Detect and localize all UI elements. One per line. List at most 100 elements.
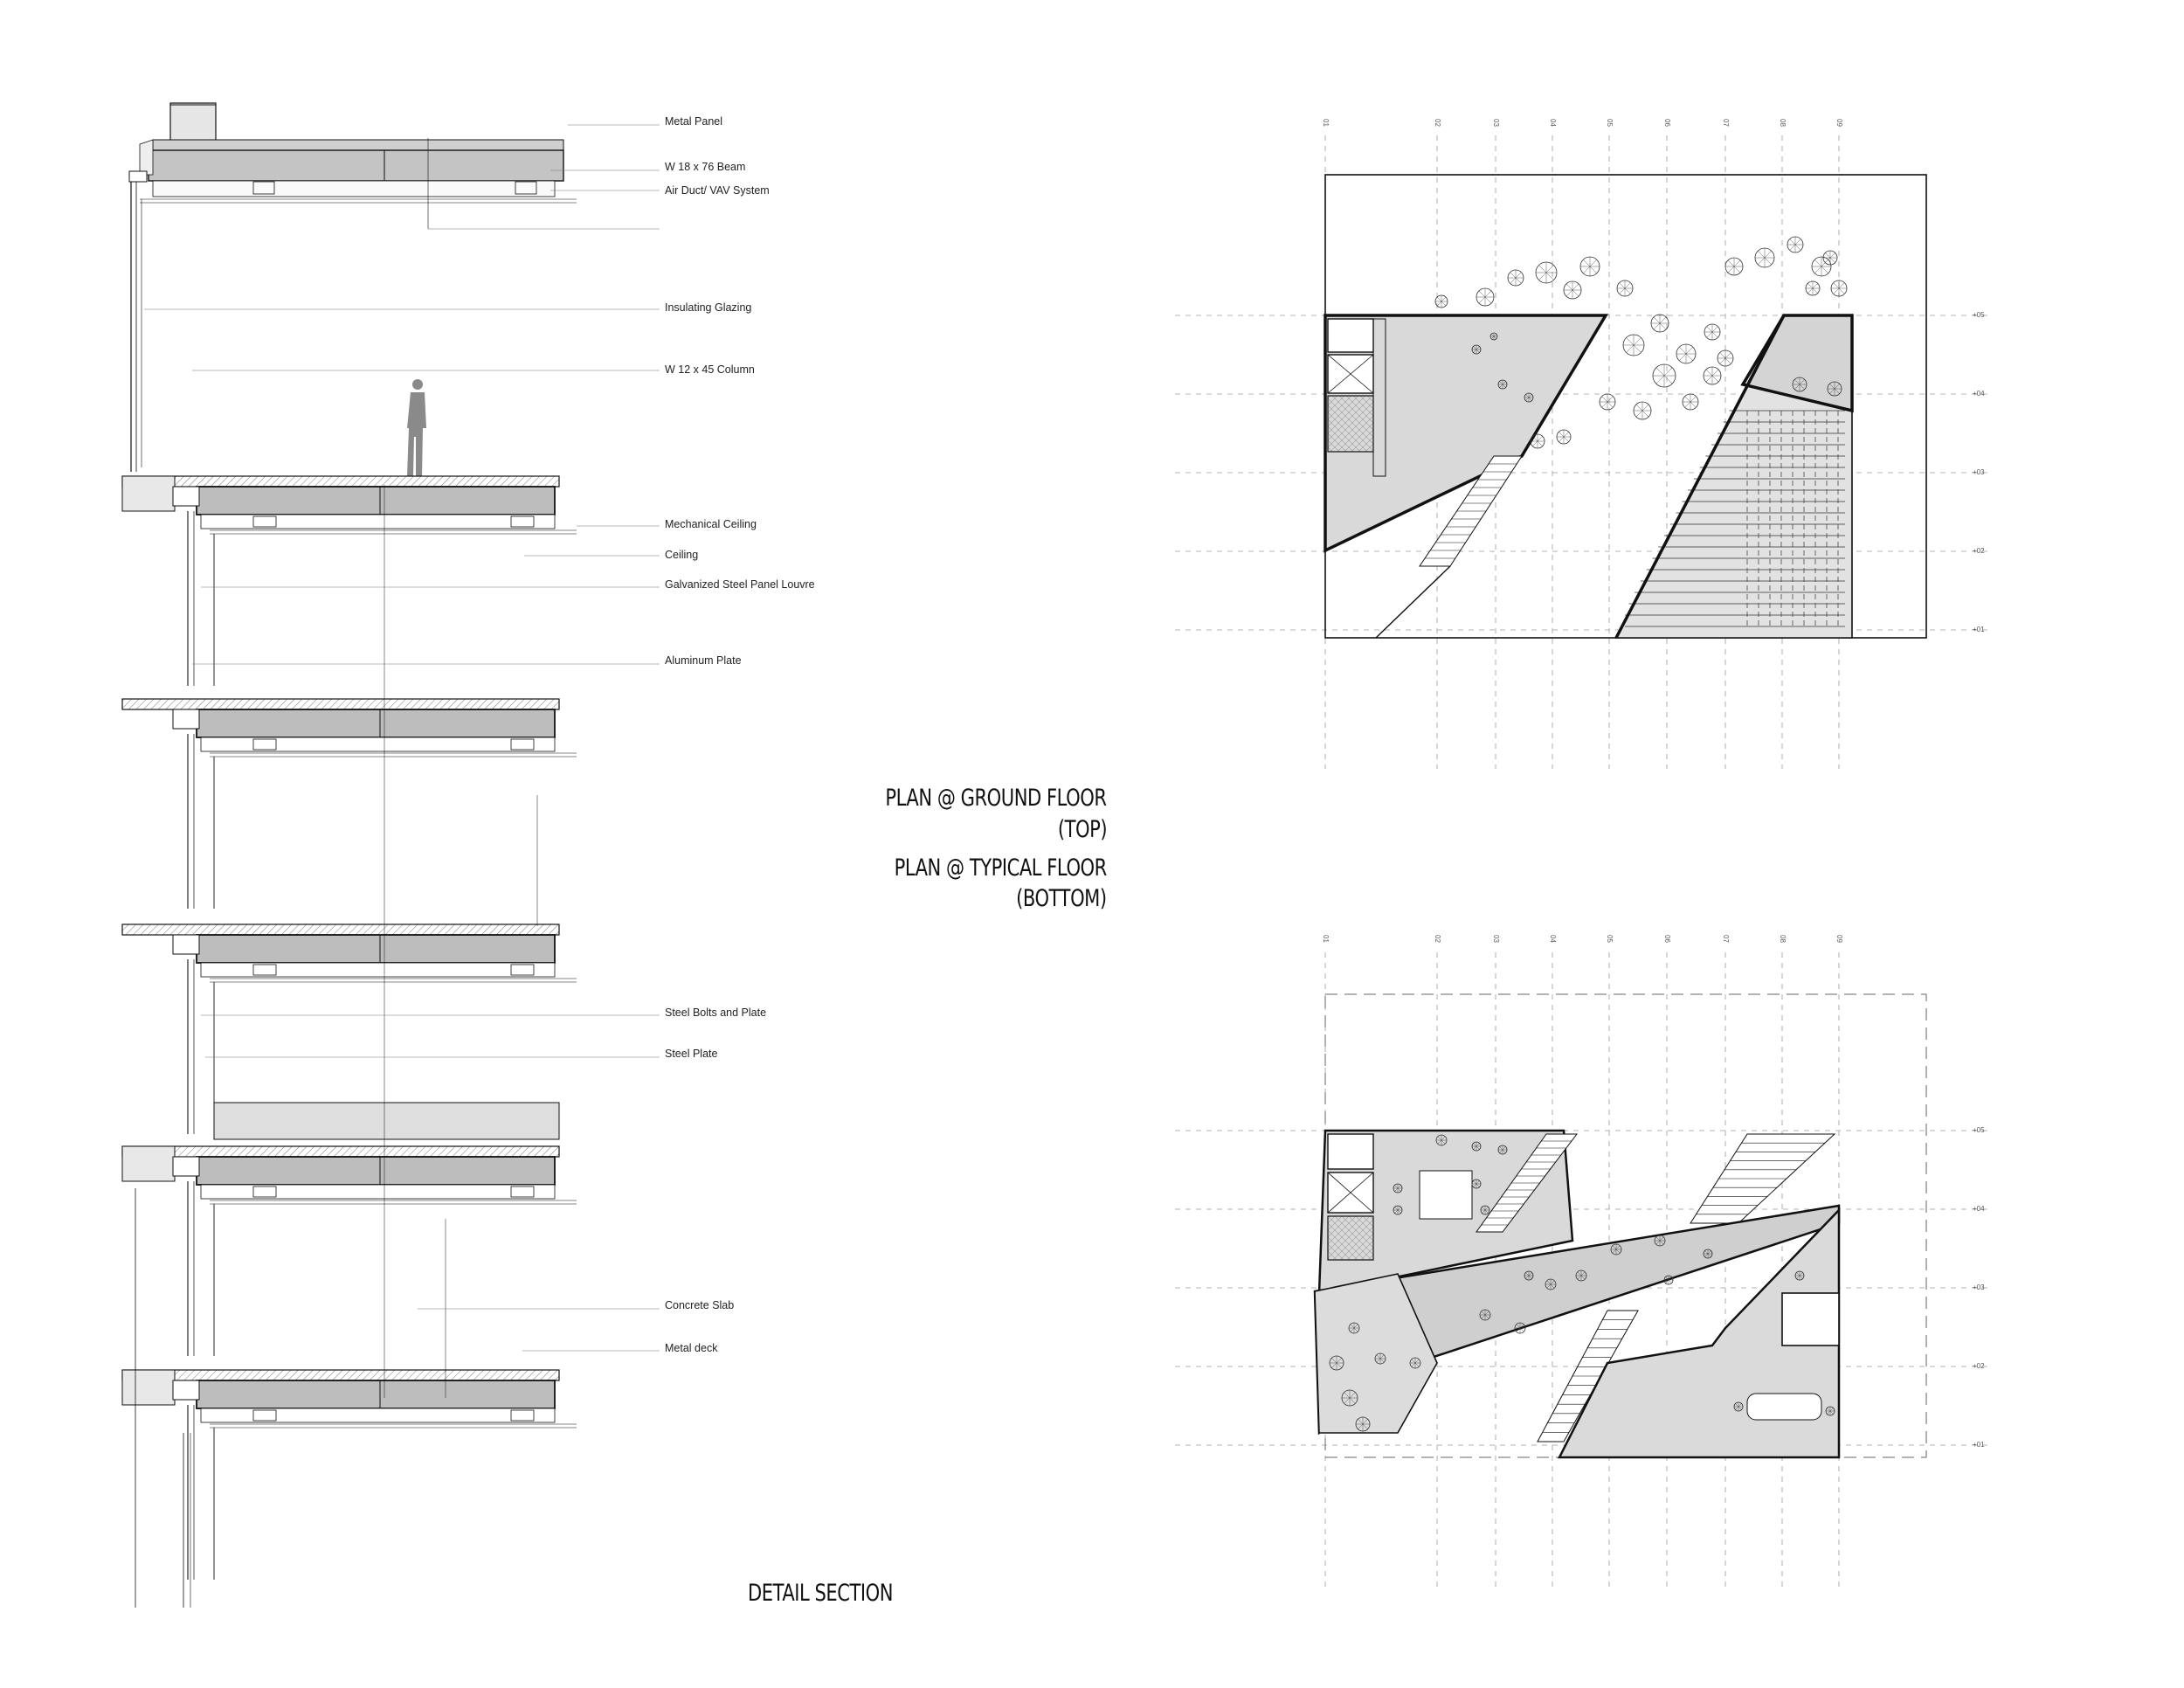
- tree-symbol: [1435, 1134, 1448, 1146]
- tree-symbol: [1724, 257, 1744, 276]
- ground-floor-plan: [1175, 135, 1987, 769]
- grid-label: 09: [1835, 935, 1843, 943]
- tree-symbol: [1682, 393, 1699, 411]
- tree-symbol: [1524, 392, 1534, 403]
- grid-label: 08: [1779, 935, 1787, 943]
- tree-symbol: [1489, 332, 1498, 341]
- callout-insulating-glazing: Insulating Glazing: [665, 301, 752, 314]
- tree-symbol: [1471, 344, 1482, 355]
- callout-steel-plate: Steel Plate: [665, 1048, 718, 1060]
- grid-label: 07: [1722, 119, 1730, 127]
- tree-symbol: [1393, 1205, 1403, 1215]
- tree-symbol: [1830, 280, 1848, 297]
- plan-title-typical: PLAN @ TYPICAL FLOOR: [894, 854, 1108, 882]
- tree-symbol: [1471, 1179, 1482, 1189]
- detail-section-drawing: [121, 102, 577, 1608]
- tree-symbol: [1787, 236, 1804, 253]
- grid-label: 06: [1663, 119, 1671, 127]
- tree-symbol: [1652, 363, 1676, 388]
- tree-symbol: [1476, 287, 1495, 307]
- tree-symbol: [1530, 433, 1545, 449]
- tree-symbol: [1409, 1357, 1421, 1369]
- floor-assembly: [121, 1369, 577, 1580]
- tree-symbol: [1663, 1275, 1674, 1285]
- tree-symbol: [1393, 1183, 1403, 1193]
- floor-assembly: [121, 1102, 577, 1356]
- tree-symbol: [1434, 294, 1448, 308]
- tree-symbol: [1650, 314, 1669, 333]
- grid-label: +04: [1973, 1205, 1985, 1213]
- tree-symbol: [1616, 280, 1634, 297]
- tree-symbol: [1579, 256, 1600, 277]
- tree-symbol: [1811, 256, 1832, 277]
- typical-floor-plan: [1175, 952, 1987, 1590]
- tree-symbol: [1599, 393, 1616, 411]
- detail-section-title: DETAIL SECTION: [748, 1580, 894, 1607]
- grid-label: 04: [1549, 935, 1557, 943]
- plan-title-top: (TOP): [1057, 816, 1108, 843]
- grid-label: 03: [1492, 935, 1500, 943]
- tree-symbol: [1497, 379, 1508, 390]
- callout-galvanized-louvre: Galvanized Steel Panel Louvre: [665, 578, 815, 591]
- grid-label: 02: [1434, 119, 1441, 127]
- callout-metal-deck: Metal deck: [665, 1342, 718, 1354]
- grid-label: 07: [1722, 935, 1730, 943]
- callout-concrete-slab: Concrete Slab: [665, 1299, 735, 1311]
- grid-label: +03: [1973, 468, 1985, 476]
- grid-label: 09: [1835, 119, 1843, 127]
- callout-aluminum-plate: Aluminum Plate: [665, 654, 742, 667]
- tree-symbol: [1575, 1269, 1587, 1282]
- plan-title-ground: PLAN @ GROUND FLOOR: [885, 785, 1108, 812]
- tree-symbol: [1479, 1309, 1491, 1321]
- tree-symbol: [1754, 247, 1775, 268]
- grid-label: +02: [1973, 1362, 1985, 1370]
- grid-label: +01: [1973, 626, 1985, 633]
- tree-symbol: [1622, 334, 1645, 356]
- tree-symbol: [1794, 1270, 1805, 1281]
- tree-symbol: [1341, 1389, 1358, 1407]
- tree-symbol: [1355, 1416, 1371, 1432]
- tree-symbol: [1524, 1270, 1534, 1281]
- tree-symbol: [1703, 1249, 1713, 1259]
- tree-symbol: [1610, 1243, 1622, 1256]
- floor-assembly: [121, 475, 577, 686]
- floor-assembly: [121, 698, 577, 909]
- callout-air-duct: Air Duct/ VAV System: [665, 184, 770, 197]
- tree-symbol: [1654, 1235, 1666, 1247]
- grid-label: 04: [1549, 119, 1557, 127]
- tree-symbol: [1563, 280, 1582, 300]
- tree-symbol: [1471, 1141, 1482, 1152]
- tree-symbol: [1805, 280, 1821, 296]
- tree-symbol: [1329, 1355, 1344, 1371]
- tree-symbol: [1374, 1352, 1386, 1365]
- callout-w18-beam: W 18 x 76 Beam: [665, 161, 746, 173]
- callout-ceiling: Ceiling: [665, 549, 699, 561]
- callout-w12-column: W 12 x 45 Column: [665, 363, 755, 376]
- grid-label: 03: [1492, 119, 1500, 127]
- grid-label: +01: [1973, 1441, 1985, 1449]
- grid-label: 05: [1606, 119, 1614, 127]
- grid-label: 06: [1663, 935, 1671, 943]
- grid-label: +02: [1973, 547, 1985, 555]
- tree-symbol: [1507, 269, 1524, 287]
- tree-symbol: [1514, 1322, 1526, 1334]
- callout-metal-panel: Metal Panel: [665, 115, 723, 128]
- tree-symbol: [1704, 323, 1721, 341]
- tree-symbol: [1480, 1205, 1490, 1215]
- grid-label: +03: [1973, 1283, 1985, 1291]
- grid-label: 05: [1606, 935, 1614, 943]
- grid-label: 02: [1434, 935, 1441, 943]
- tree-symbol: [1545, 1278, 1557, 1290]
- tree-symbol: [1703, 366, 1722, 385]
- callout-leaders: [144, 124, 660, 1352]
- tree-symbol: [1556, 429, 1572, 445]
- grid-label: +04: [1973, 390, 1985, 398]
- grid-label: +05: [1973, 1126, 1985, 1134]
- tree-symbol: [1535, 261, 1558, 284]
- grid-label: 01: [1322, 935, 1330, 943]
- tree-symbol: [1348, 1322, 1360, 1334]
- floor-assembly: [121, 924, 577, 1134]
- tree-symbol: [1733, 1401, 1744, 1412]
- human-scale-figure: [407, 379, 426, 476]
